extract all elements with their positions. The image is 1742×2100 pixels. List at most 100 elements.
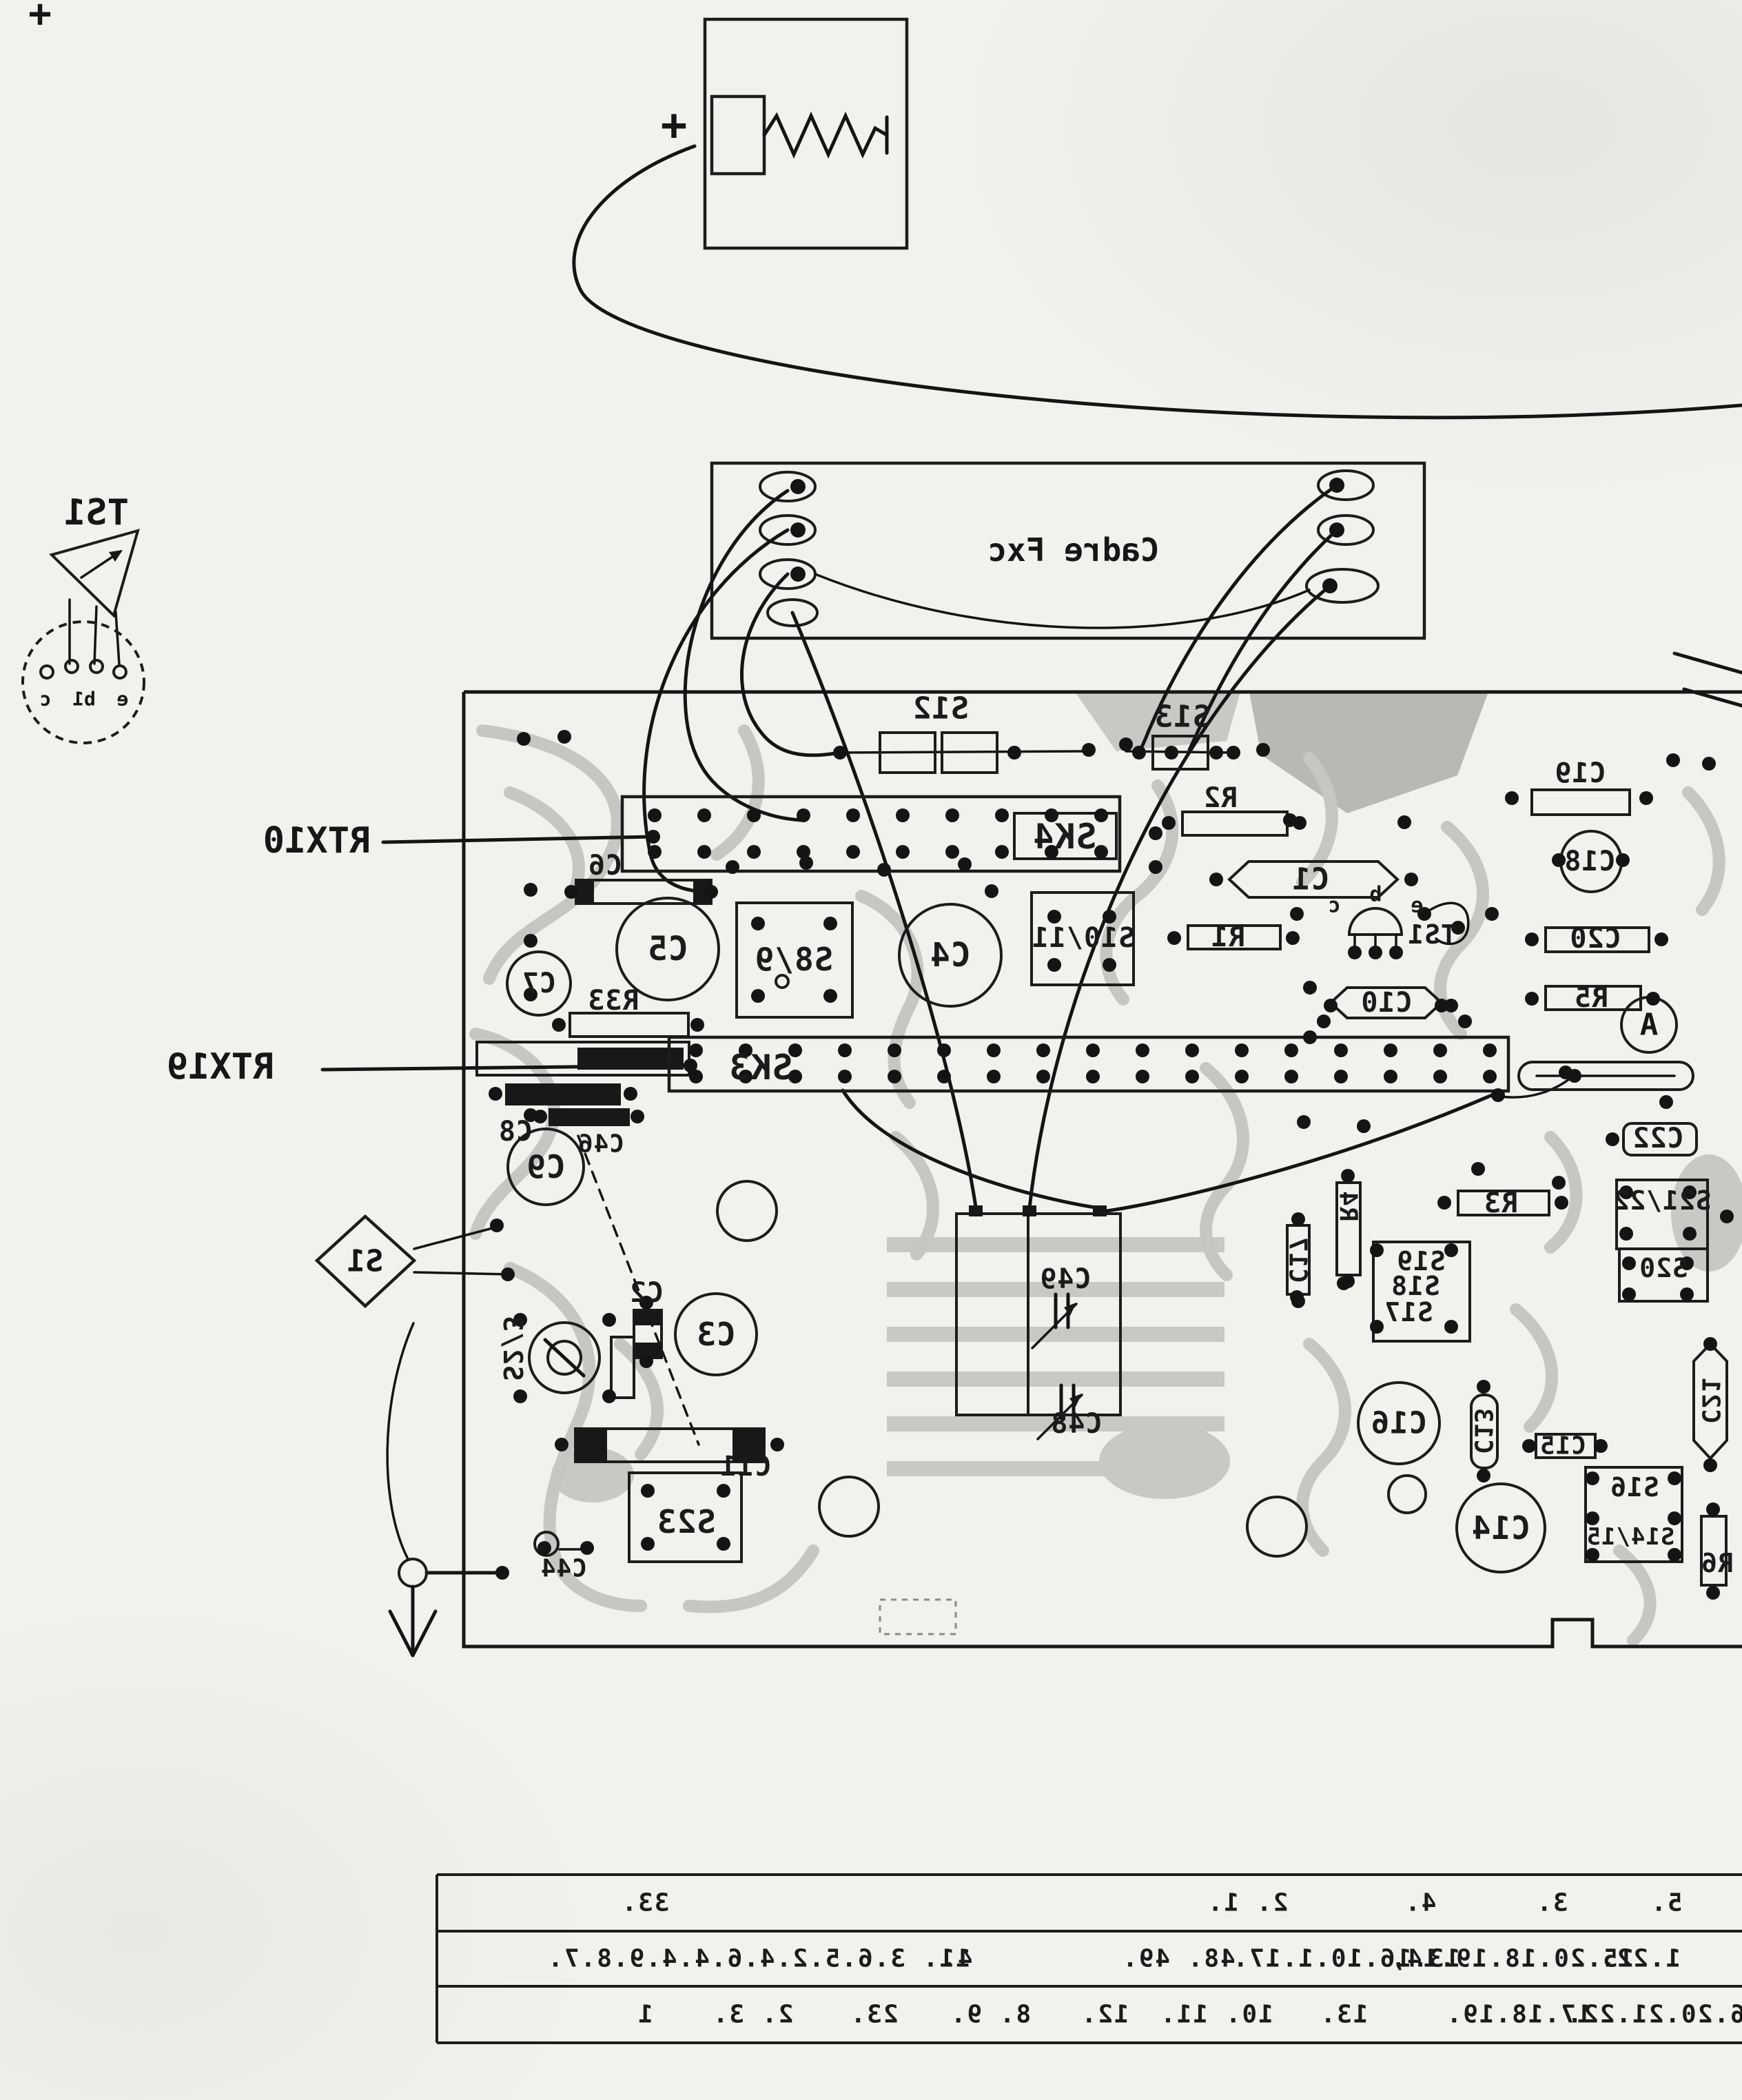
solder-pad <box>1444 999 1458 1012</box>
solder-pad <box>501 1267 515 1281</box>
rtx10-callout-label: RTX10 <box>263 820 371 862</box>
solder-pad <box>846 808 860 822</box>
table-cell: 11. 3.6.5.2.4.6.4.4.9.8.7. <box>546 1944 971 1973</box>
solder-pad <box>987 1043 1001 1057</box>
solder-pad <box>1668 1548 1681 1562</box>
component-label-s20: S20 <box>1639 1253 1688 1283</box>
solder-pad <box>1185 1070 1199 1083</box>
solder-pad <box>1235 1070 1249 1083</box>
solder-pad <box>888 1070 901 1083</box>
solder-pad <box>697 808 711 822</box>
solder-pad <box>1103 910 1116 924</box>
solder-pad <box>1555 1196 1568 1210</box>
solder-pad <box>1290 1290 1304 1304</box>
component-label-c16: C16 <box>1370 1405 1428 1441</box>
solder-pad <box>1444 1243 1458 1257</box>
solder-pad <box>1165 746 1178 760</box>
component-label-r4: R4 <box>1333 1190 1362 1222</box>
component-label-c1: C1 <box>1291 862 1330 897</box>
solder-pad <box>1437 1196 1451 1210</box>
solder-pad <box>1132 746 1146 760</box>
solder-pad <box>838 1043 852 1057</box>
component-label-c4: C4 <box>930 936 971 975</box>
table-cell: 13. <box>1319 2000 1369 2029</box>
solder-pad <box>641 1537 655 1551</box>
solder-pad <box>524 988 537 1001</box>
table-cell: 33. <box>620 1888 670 1917</box>
solder-pad <box>1384 1043 1397 1057</box>
component-label-r33: R33 <box>587 985 639 1017</box>
solder-pad <box>896 808 910 822</box>
component-label-c9: C9 <box>526 1148 566 1185</box>
solder-pad <box>557 730 571 744</box>
ts1-callout-label: TS1 <box>64 492 129 533</box>
ts1-pin-c-label: c <box>39 687 52 711</box>
solder-pad <box>1659 1095 1673 1109</box>
solder-pad <box>1444 1320 1458 1334</box>
component-label-c48: C48 <box>1050 1408 1103 1440</box>
solder-pad <box>717 1537 730 1551</box>
table-cell: 4. <box>1404 1888 1437 1917</box>
solder-pad <box>1522 1439 1536 1453</box>
solder-pad <box>1297 1115 1311 1129</box>
solder-pad <box>1334 1043 1348 1057</box>
solder-pad <box>1036 1043 1050 1057</box>
pcb-board-outline <box>462 690 1742 1649</box>
component-label-sk4: SK4 <box>1032 817 1097 857</box>
solder-pad <box>1334 1070 1348 1083</box>
solder-pad <box>646 830 660 844</box>
component-label-s13: S13 <box>1154 699 1211 735</box>
solder-pad <box>1552 853 1566 867</box>
table-cell: 23. <box>849 2000 899 2029</box>
solder-pad <box>1435 999 1448 1012</box>
solder-pad <box>580 1541 594 1555</box>
solder-pad <box>1303 1030 1317 1044</box>
component-label-s23: S23 <box>656 1503 717 1540</box>
solder-pad <box>1586 1471 1599 1485</box>
battery-coil-detail <box>572 17 1742 420</box>
ts1-pin-e-label: e <box>116 687 129 711</box>
rtx19-callout-label: RTX19 <box>166 1046 275 1088</box>
solder-pad <box>1047 958 1061 972</box>
transistor-pinout-detail <box>21 529 145 744</box>
solder-pad <box>1286 931 1300 945</box>
solder-pad <box>1668 1511 1681 1525</box>
solder-pad <box>797 808 810 822</box>
component-label-r2: R2 <box>1202 782 1238 814</box>
solder-pad <box>717 1484 730 1498</box>
component-label-r5: R5 <box>1573 982 1609 1014</box>
solder-pad <box>1209 873 1223 886</box>
mounting-holes <box>716 1180 1427 1558</box>
solder-pad <box>1622 1256 1636 1270</box>
component-label-s17: S17 <box>1384 1297 1433 1327</box>
solder-pad <box>1047 910 1061 924</box>
solder-pad <box>1007 746 1021 760</box>
solder-pad <box>533 1110 547 1123</box>
solder-pad <box>739 1070 752 1083</box>
solder-pad <box>1303 981 1317 995</box>
component-label-c13: C13 <box>1468 1407 1497 1455</box>
solder-pad <box>1525 932 1539 946</box>
solder-pad <box>684 1059 697 1072</box>
solder-pad <box>1045 845 1058 859</box>
solder-pad <box>489 1087 502 1101</box>
solder-pad <box>958 857 972 871</box>
solder-pad <box>1720 1210 1734 1223</box>
solder-pad <box>1341 1169 1355 1183</box>
table-cell: 10. 11. <box>1159 2000 1273 2029</box>
solder-pad <box>1619 1185 1633 1199</box>
solder-pad <box>788 1043 802 1057</box>
solder-pad <box>689 1043 703 1057</box>
component-label-c17: C17 <box>1283 1236 1312 1284</box>
component-outlines <box>475 731 1728 1587</box>
component-label-ts1: TS1 <box>1407 919 1457 950</box>
solder-pad <box>987 1070 1001 1083</box>
s1-callout-label: S1 <box>347 1243 384 1279</box>
solder-pad <box>1082 743 1096 757</box>
solder-pad <box>1149 826 1162 840</box>
solder-pad <box>896 845 910 859</box>
solder-pad <box>1683 1227 1697 1241</box>
solder-pad <box>641 1484 655 1498</box>
solder-pad <box>1586 1548 1599 1562</box>
